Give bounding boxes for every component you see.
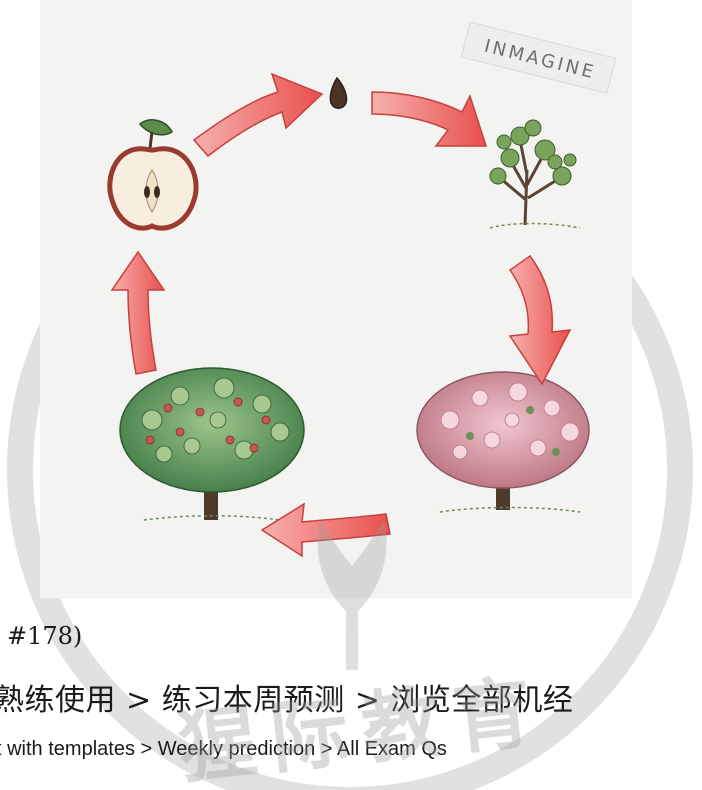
cycle-arrows xyxy=(110,72,572,558)
arrow-young-tree-to-blossom xyxy=(508,254,572,386)
fruit-tree-illustration xyxy=(119,367,305,523)
apple-life-cycle-diagram: INMAGINE xyxy=(107,21,617,558)
apple-half-illustration xyxy=(107,119,199,231)
question-code: [ #178) xyxy=(0,622,83,650)
young-tree-illustration xyxy=(489,119,581,229)
arrow-blossom-to-fruit-tree xyxy=(260,502,391,558)
caption-chinese: 熟练使用 > 练习本周预测 > 浏览全部机经 xyxy=(0,683,574,718)
diagram-card: INMAGINE xyxy=(40,0,632,598)
arrow-apple-to-seed xyxy=(192,72,324,158)
blossoming-tree-illustration xyxy=(416,371,590,513)
arrow-fruit-tree-to-apple xyxy=(110,250,166,375)
seed-illustration xyxy=(329,76,348,109)
inmagine-stamp: INMAGINE xyxy=(460,21,617,94)
arrow-seed-to-young-tree xyxy=(371,91,488,147)
caption-english: t with templates > Weekly prediction > A… xyxy=(0,738,447,760)
